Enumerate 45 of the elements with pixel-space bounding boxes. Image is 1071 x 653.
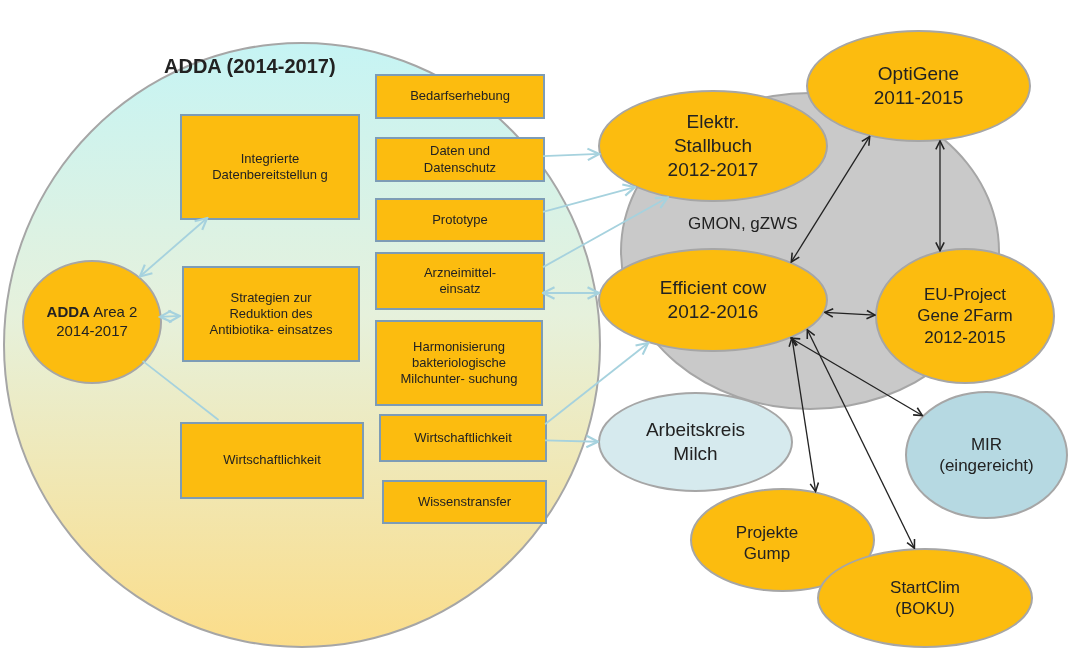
node-label: Projekte Gump	[734, 522, 800, 566]
process-box	[382, 480, 547, 524]
node-label: Elektr. Stallbuch 2012-2017	[666, 110, 760, 182]
process-box	[375, 320, 543, 406]
arrow	[138, 216, 209, 278]
process-box	[375, 137, 545, 182]
node-label: Wissenstransfer	[416, 492, 513, 511]
node-label: Efficient cow 2012-2016	[658, 276, 768, 324]
arrow	[544, 341, 650, 426]
node-label: Arbeitskreis Milch	[644, 418, 747, 466]
arrow	[158, 309, 182, 324]
arrow	[542, 147, 601, 162]
node-label: OptiGene 2011-2015	[872, 62, 965, 110]
node-label: EU-Project Gene 2Farm 2012-2015	[916, 284, 1014, 349]
arrow	[823, 307, 876, 320]
arrow	[790, 337, 924, 417]
process-box	[375, 198, 545, 242]
arrow	[806, 328, 916, 549]
node-label: Bedarfserhebung	[409, 87, 511, 106]
process-box	[375, 74, 545, 119]
process-box	[180, 422, 364, 499]
process-box	[379, 414, 547, 462]
arrow	[788, 337, 820, 493]
heading: ADDA (2014-2017)	[163, 54, 337, 79]
node-label: Prototype	[431, 210, 489, 229]
arrow	[542, 196, 669, 269]
arrow	[542, 183, 636, 213]
node-label: Harmonisierung bakteriologische Milchunter- suchung	[399, 337, 519, 389]
group-label: GMON, gZWS	[688, 214, 798, 234]
node-label: Wirtschaftlichkeit	[413, 428, 513, 447]
process-box	[180, 114, 360, 220]
arrow	[935, 140, 945, 252]
process-box	[182, 266, 360, 362]
node-label: Wirtschaftlichkeit	[222, 451, 322, 470]
node-label: Integrierte Datenbereitstellun g	[211, 149, 329, 184]
node-label: StartClim (BOKU)	[889, 576, 961, 620]
node-label: Strategien zur Reduktion des Antibiotika- einsatzes	[208, 288, 334, 340]
node-label: MIR (eingereicht)	[938, 433, 1035, 477]
arrow	[541, 286, 601, 300]
node-label: Arzneimittel- einsatz	[422, 263, 498, 298]
arrow	[544, 434, 600, 449]
node-label: ADDA Area 2 2014-2017	[45, 302, 139, 341]
process-box	[375, 252, 545, 310]
arrow	[790, 135, 871, 263]
node-label: Daten und Datenschutz	[422, 142, 498, 177]
